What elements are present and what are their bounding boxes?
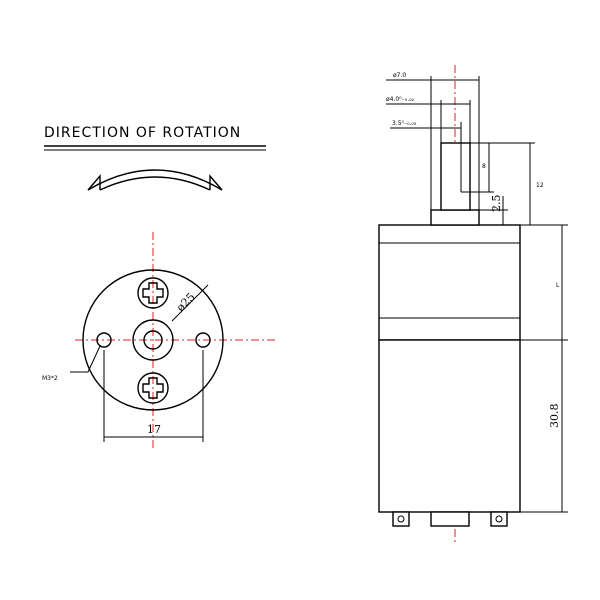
phillips-screw-icon-top xyxy=(137,277,169,309)
gearbox-face-outline xyxy=(82,269,224,411)
front-view: ø25 M3*2 17 xyxy=(42,232,275,450)
hole-label: M3*2 xyxy=(42,375,58,382)
gearbox-length-label: L xyxy=(556,282,560,289)
shaft-collar xyxy=(430,209,480,226)
flat-length-label: 8 xyxy=(482,163,486,170)
diameter-label: ø25 xyxy=(174,290,198,314)
shaft-length-label: 12 xyxy=(536,182,544,189)
phillips-screw-icon-bottom xyxy=(137,372,169,404)
diameter-leader xyxy=(171,284,209,322)
rotation-title-group: DIRECTION OF ROTATION xyxy=(44,125,266,151)
hole-leader xyxy=(70,345,101,373)
motor-body xyxy=(378,339,521,513)
mount-hole-right xyxy=(195,332,211,348)
spacing-label: 17 xyxy=(147,423,161,436)
end-cap xyxy=(430,511,470,527)
terminal-left xyxy=(392,511,410,527)
gearbox-body xyxy=(378,224,521,341)
motor-length-label: 30.8 xyxy=(548,404,561,429)
shaft-tol-label: ø4.0⁰₋₀.₀₂ xyxy=(386,96,415,103)
terminal-right xyxy=(490,511,508,527)
shaft-end xyxy=(143,330,163,350)
rotation-arrow-icon xyxy=(87,169,223,191)
side-view: ø7.0 ø4.0⁰₋₀.₀₂ 3.5⁰₋₀.₀₅ 8 12 2.5 L 30.… xyxy=(378,65,568,545)
shaft xyxy=(440,142,471,211)
mount-hole-left xyxy=(96,332,112,348)
rotation-title: DIRECTION OF ROTATION xyxy=(44,125,241,141)
flat-label: 3.5⁰₋₀.₀₅ xyxy=(392,120,417,127)
center-boss xyxy=(132,319,174,361)
collar-label: 2.5 xyxy=(490,195,503,213)
shaft-diameter-label: ø7.0 xyxy=(393,72,406,79)
